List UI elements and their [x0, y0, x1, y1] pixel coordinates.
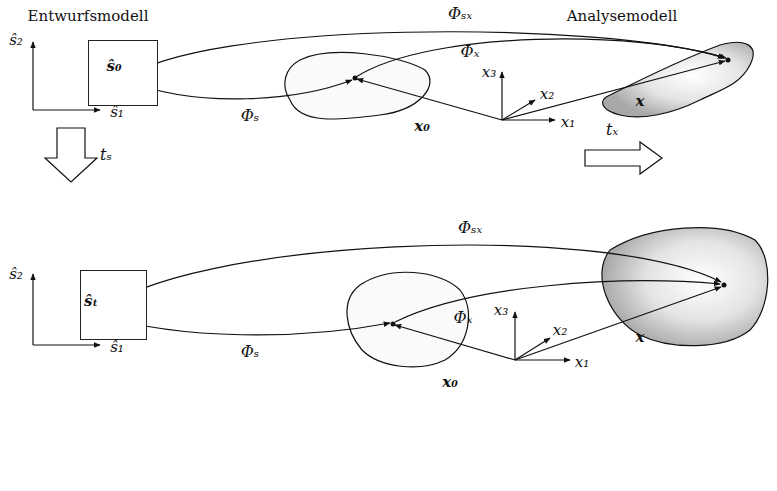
design-domain-box: ŝ₀	[88, 40, 158, 106]
axis-name: x₂	[553, 322, 567, 339]
axis	[32, 274, 33, 345]
point	[391, 322, 396, 327]
design-domain-box: ŝₜ	[80, 270, 147, 340]
axis-name: x₂	[540, 86, 554, 103]
axis	[33, 109, 100, 110]
body-shape	[285, 53, 430, 120]
position-vector	[357, 79, 502, 120]
axis	[502, 100, 535, 120]
mapping-arrow	[123, 32, 726, 80]
transform-name: tₛ	[100, 146, 112, 164]
vector-name: x₀	[442, 374, 458, 391]
mapping-arrow	[395, 281, 720, 322]
axis	[33, 344, 100, 345]
axis	[515, 359, 570, 360]
vector-name: x	[636, 329, 645, 346]
axis-name: x₃	[482, 64, 496, 81]
point	[722, 283, 727, 288]
axis-name: x₃	[494, 302, 508, 319]
axis-name: x₁	[561, 114, 575, 131]
axis-name: ŝ₁	[110, 104, 124, 121]
mapping-name: Φₓ	[461, 43, 480, 61]
block-arrow	[585, 142, 662, 174]
position-vector	[395, 325, 515, 360]
mapping-name: Φₛₓ	[458, 219, 482, 237]
position-vector	[502, 61, 725, 120]
axis	[502, 119, 555, 120]
axis-name: ŝ₂	[9, 32, 23, 49]
mapping-arrow	[99, 245, 721, 313]
vector-name: x₀	[414, 118, 430, 135]
position-vector	[515, 287, 721, 360]
mapping-name: Φₛₓ	[448, 5, 472, 23]
body-shape	[347, 272, 468, 367]
point	[726, 58, 731, 63]
mapping-name: Φₓ	[454, 309, 473, 327]
vector-name: x	[636, 93, 645, 110]
axis-name: x₁	[575, 354, 589, 371]
block-arrow	[45, 128, 97, 182]
point-name: ŝ₀	[106, 58, 121, 75]
mapping-arrow	[125, 80, 352, 99]
axis-name: ŝ₂	[9, 266, 23, 283]
deformed-body	[603, 42, 754, 117]
axis-name: ŝ₁	[110, 339, 124, 356]
model-title: Entwurfsmodell	[28, 8, 149, 25]
axis	[501, 72, 502, 120]
mapping-name: Φₛ	[241, 343, 260, 361]
model-title: Analysemodell	[567, 8, 678, 25]
axis	[514, 312, 515, 360]
transform-name: tₓ	[606, 121, 618, 139]
point-name: ŝₜ	[84, 293, 98, 310]
point	[353, 76, 358, 81]
mapping-arrow	[356, 39, 724, 77]
axis	[32, 42, 33, 110]
deformed-body	[602, 228, 768, 346]
mapping-name: Φₛ	[241, 107, 260, 125]
